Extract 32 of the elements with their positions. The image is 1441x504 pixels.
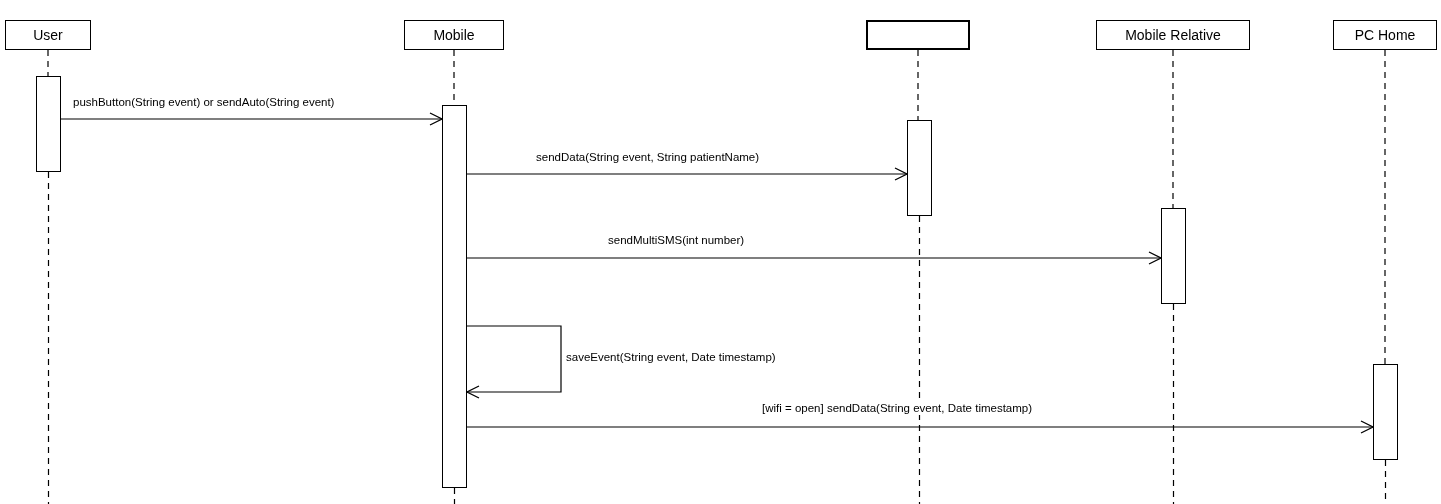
activation-bar xyxy=(907,120,932,216)
edge-label: saveEvent(String event, Date timestamp) xyxy=(565,351,777,364)
activation-bar xyxy=(1373,364,1398,460)
edge-label: [wifi = open] sendData(String event, Date timestamp) xyxy=(761,402,1034,415)
lifeline xyxy=(47,171,50,504)
lifeline xyxy=(1172,49,1174,209)
lifeline xyxy=(917,49,919,121)
lifeline-header-box xyxy=(866,20,970,50)
participant-name: User xyxy=(33,27,63,43)
activation-bar xyxy=(1161,208,1186,304)
message-arrow xyxy=(466,167,908,181)
activation-bar xyxy=(36,76,61,172)
message-arrow xyxy=(60,112,443,126)
lifeline xyxy=(1384,49,1386,365)
lifeline xyxy=(453,487,456,504)
message-arrow xyxy=(466,251,1162,265)
activation-bar xyxy=(442,105,467,488)
self-message-arrow xyxy=(466,325,562,399)
message-arrow xyxy=(466,420,1374,434)
lifeline xyxy=(1172,303,1175,504)
participant-box xyxy=(404,20,504,50)
participant-name: Mobile xyxy=(433,27,475,43)
lifeline xyxy=(47,49,49,77)
participant-name: PC Home xyxy=(1354,27,1416,43)
participant-name: Mobile Relative xyxy=(1125,27,1221,43)
edge-label: pushButton(String event) or sendAuto(String event) xyxy=(72,96,336,109)
edge-label: sendMultiSMS(int number) xyxy=(607,234,746,247)
edge-label: sendData(String event, String patientName) xyxy=(535,151,761,164)
participant-box xyxy=(1096,20,1250,50)
lifeline xyxy=(918,215,921,504)
participant-box xyxy=(1333,20,1437,50)
participant-box xyxy=(5,20,91,50)
